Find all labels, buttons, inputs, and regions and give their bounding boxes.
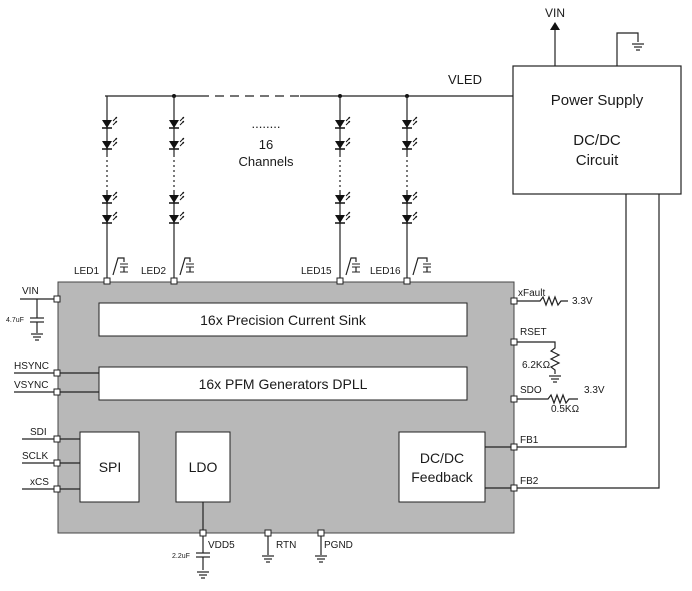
led-string-15 xyxy=(334,96,351,282)
pin-led2-label: LED2 xyxy=(141,266,166,277)
led-icon xyxy=(334,116,351,129)
vin-arrow-icon xyxy=(550,22,560,30)
pin-sdi-label: SDI xyxy=(30,427,47,438)
pin-rset-label: RSET xyxy=(520,327,547,338)
pin-sdo-label: SDO xyxy=(520,385,542,396)
vin-cap-ground-icon xyxy=(30,333,44,341)
pin-rtn-label: RTN xyxy=(276,540,296,551)
pin-fb2-label: FB2 xyxy=(520,476,539,487)
led-icon xyxy=(168,116,185,129)
rtn-ground-icon xyxy=(261,555,275,563)
spi-label: SPI xyxy=(99,459,122,475)
pgnd-ground-icon xyxy=(314,555,328,563)
led-string-16 xyxy=(401,96,418,282)
pin-hsync-label: HSYNC xyxy=(14,361,49,372)
led-pin-caps xyxy=(112,257,431,276)
vled-label: VLED xyxy=(448,72,482,87)
pin-vin-label: VIN xyxy=(22,286,39,297)
power-supply-dcdc-label: DC/DC xyxy=(573,132,621,149)
rset-ground-icon xyxy=(548,375,562,383)
led-icon xyxy=(401,116,418,129)
sdo-pullup-voltage: 3.3V xyxy=(584,385,605,396)
led-icon xyxy=(101,116,118,129)
dcdc-feedback-block xyxy=(398,431,486,503)
power-ground-icon xyxy=(631,43,645,51)
led-string-2 xyxy=(168,96,185,282)
pin-pgnd-label: PGND xyxy=(324,540,353,551)
led-icon xyxy=(401,137,418,150)
channels-word: Channels xyxy=(239,154,294,169)
channels-dots: ........ xyxy=(252,116,281,131)
channels-count: 16 xyxy=(259,137,273,152)
ldo-label: LDO xyxy=(189,459,218,475)
power-supply-block xyxy=(512,65,682,195)
pin-fb1-label: FB1 xyxy=(520,435,539,446)
led-icon xyxy=(401,191,418,204)
power-supply-label: Power Supply xyxy=(551,92,644,109)
pin-led15-label: LED15 xyxy=(301,266,332,277)
pfm-label: 16x PFM Generators DPLL xyxy=(199,376,368,392)
xfault-pullup-voltage: 3.3V xyxy=(572,296,593,307)
pin-xfault-label: xFault xyxy=(518,288,545,299)
led-string-1 xyxy=(101,96,118,282)
led-icon xyxy=(334,211,351,224)
spi-block xyxy=(79,431,140,503)
pin-sclk-label: SCLK xyxy=(22,451,48,462)
vdd5-cap-ground-icon xyxy=(196,571,210,579)
rset-resistor-value: 6.2KΩ xyxy=(522,360,550,371)
vdd5-cap-value: 2.2uF xyxy=(172,553,190,560)
led-icon xyxy=(101,191,118,204)
led-icon xyxy=(168,191,185,204)
power-supply-circuit-label: Circuit xyxy=(576,152,619,169)
pin-led1-label: LED1 xyxy=(74,266,99,277)
led-icon xyxy=(334,191,351,204)
led-icon xyxy=(168,137,185,150)
dcdc-feedback-label-1: DC/DC xyxy=(420,450,464,466)
vin-top-label: VIN xyxy=(545,6,565,20)
pin-vdd5-label: VDD5 xyxy=(208,540,235,551)
current-sink-block xyxy=(98,302,468,337)
dcdc-feedback-label-2: Feedback xyxy=(411,469,473,485)
vin-cap-value: 4.7uF xyxy=(6,317,24,324)
pin-vsync-label: VSYNC xyxy=(14,380,48,391)
current-sink-label: 16x Precision Current Sink xyxy=(200,312,367,328)
led-icon xyxy=(101,137,118,150)
led-icon xyxy=(168,211,185,224)
pfm-block xyxy=(98,366,468,401)
pin-xcs-label: xCS xyxy=(30,477,49,488)
sdo-resistor-value: 0.5KΩ xyxy=(551,404,579,415)
ldo-block xyxy=(175,431,231,503)
led-icon xyxy=(334,137,351,150)
pin-led16-label: LED16 xyxy=(370,266,401,277)
led-icon xyxy=(401,211,418,224)
led-icon xyxy=(101,211,118,224)
